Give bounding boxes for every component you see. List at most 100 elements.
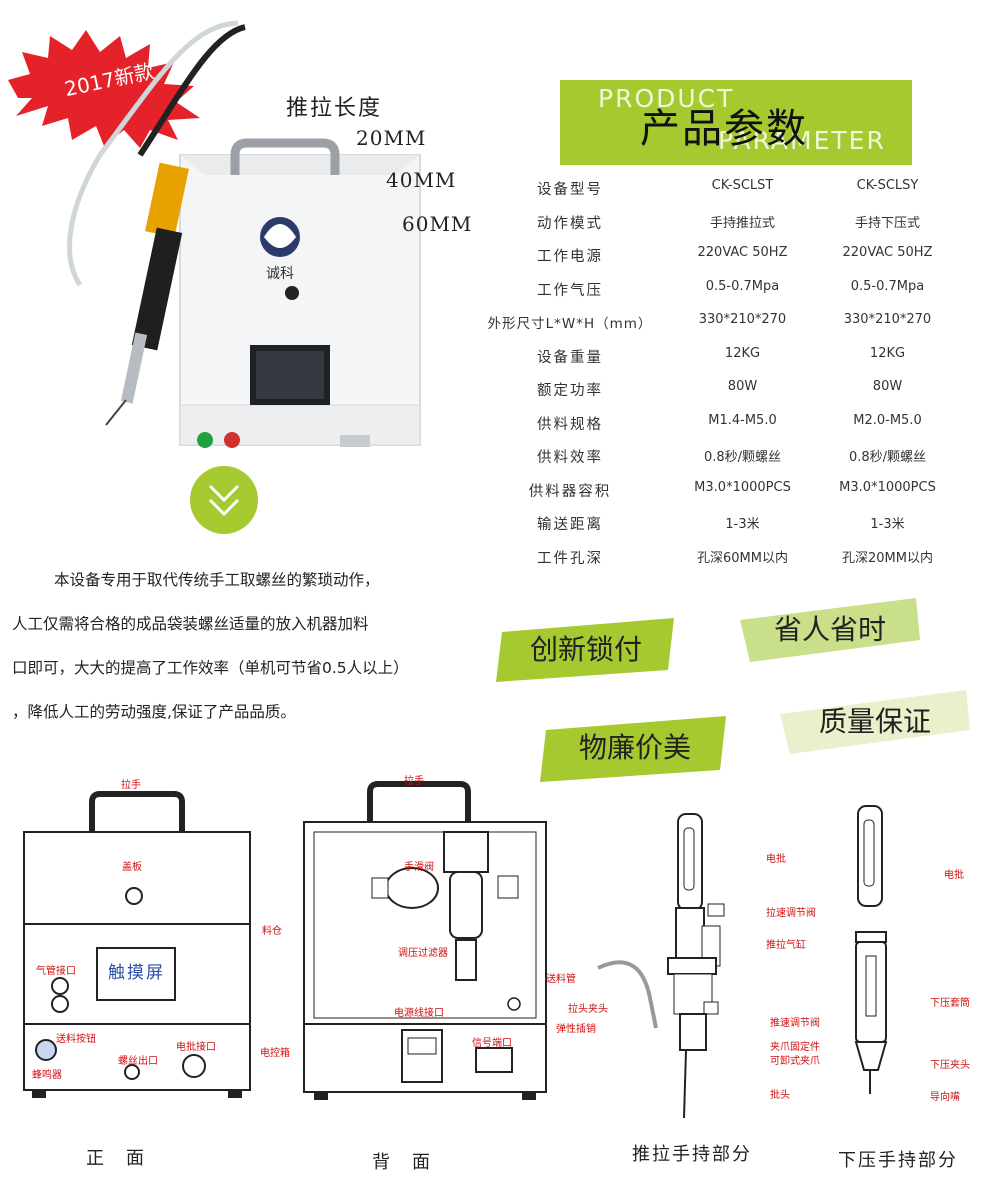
param-label: 工作气压 <box>537 282 603 299</box>
param-value-1: 220VAC 50HZ <box>697 245 788 260</box>
param-value-1: 0.8秒/颗螺丝 <box>703 450 782 465</box>
description-line-3: 口即可，大大的提高了工作效率（单机可节省0.5人以上） <box>12 659 409 677</box>
push-label-elastic-pin: 弹性插销 <box>556 1024 596 1035</box>
front-label-control-box: 电控箱 <box>260 1048 290 1059</box>
param-value-1: 80W <box>727 379 758 394</box>
brand-label: 诚科 <box>266 266 294 282</box>
model-2-name: CK-SCLSY <box>856 178 919 193</box>
front-view-diagram <box>23 791 251 1098</box>
param-value-2: 手持下压式 <box>854 215 920 231</box>
param-value-2: 220VAC 50HZ <box>842 245 933 260</box>
push-pull-caption: 推拉手持部分 <box>632 1144 752 1165</box>
parameter-banner <box>560 80 912 165</box>
press-label-driver: 电批 <box>944 870 964 881</box>
push-label-detachable-jaw: 可卸式夹爪 <box>770 1056 820 1067</box>
banner-english-line1: PRODUCT <box>598 84 735 113</box>
param-value-2: 12KG <box>869 345 906 361</box>
front-label-air-port: 气管接口 <box>36 966 76 977</box>
press-label-clamp: 下压夹头 <box>930 1060 970 1071</box>
param-value-1: M3.0*1000PCS <box>694 479 791 495</box>
description-line-4: ，降低人工的劳动强度,保证了产品品质。 <box>12 703 296 721</box>
back-label-slide-valve: 手滑阀 <box>404 862 434 873</box>
press-label-sleeve: 下压套筒 <box>930 998 970 1009</box>
press-down-caption: 下压手持部分 <box>838 1150 958 1171</box>
param-value-2: 0.8秒/颗螺丝 <box>848 450 927 465</box>
front-label-buzzer: 蜂鸣器 <box>32 1070 62 1081</box>
scroll-down-indicator <box>190 466 258 534</box>
banner-english-line2: PARAMETER <box>718 126 886 155</box>
param-label: 输送距离 <box>537 517 603 533</box>
model-1-name: CK-SCLST <box>711 178 774 193</box>
param-value-1: M1.4-M5.0 <box>708 412 777 428</box>
push-label-push-pull-cylinder: 推拉气缸 <box>766 940 806 951</box>
param-value-2: M3.0*1000PCS <box>839 479 936 495</box>
param-label: 额定功率 <box>537 383 603 399</box>
stroke-value-40: 40MM <box>386 168 457 192</box>
tag-innovation: 创新锁付 <box>496 618 676 682</box>
param-label: 供料效率 <box>537 450 603 466</box>
parameter-table: 设备型号 CK-SCLST CK-SCLSY 动作模式 手持推拉式 手持下压式 … <box>470 178 970 580</box>
param-value-1: 12KG <box>724 345 761 361</box>
front-label-hopper: 料仓 <box>262 926 282 937</box>
back-label-handle: 拉手 <box>404 776 424 787</box>
table-row: 供料器容积 M3.0*1000PCS M3.0*1000PCS <box>470 480 970 514</box>
back-label-power-port: 电源线接口 <box>394 1008 444 1019</box>
param-value-1: 1-3米 <box>725 517 760 532</box>
tag-save-labor: 省人省时 <box>740 598 920 662</box>
param-value-2: M2.0-M5.0 <box>853 412 922 428</box>
table-row: 工件孔深 孔深60MM以内 孔深20MM以内 <box>470 547 970 581</box>
push-label-jaw-fixture: 夹爪固定件 <box>770 1042 820 1053</box>
push-label-pull-speed-valve: 拉速调节阀 <box>766 908 816 919</box>
param-label: 供料规格 <box>537 416 603 433</box>
push-label-bit: 批头 <box>770 1090 790 1101</box>
push-label-pull-clamp: 拉头夹头 <box>568 1004 608 1015</box>
press-down-handheld-diagram <box>854 805 888 1094</box>
param-value-2: 孔深20MM以内 <box>842 550 933 566</box>
param-label: 供料器容积 <box>528 483 612 500</box>
product-photo: 诚科 <box>67 20 421 448</box>
param-label: 设备重量 <box>537 349 603 366</box>
table-row: 设备型号 CK-SCLST CK-SCLSY <box>470 178 970 212</box>
param-value-2: 80W <box>872 379 903 394</box>
table-row: 外形尺寸L*W*H（mm） 330*210*270 330*210*270 <box>470 312 970 346</box>
description-line-2: 人工仅需将合格的成品袋装螺丝适量的放入机器加料 <box>12 615 369 633</box>
table-row: 工作气压 0.5-0.7Mpa 0.5-0.7Mpa <box>470 279 970 313</box>
param-label: 工作电源 <box>537 249 603 265</box>
param-value-2: 330*210*270 <box>843 312 932 327</box>
param-value-2: 0.5-0.7Mpa <box>850 278 925 294</box>
push-pull-handheld-diagram <box>597 813 725 1119</box>
param-value-2: 1-3米 <box>870 517 905 532</box>
new-model-starburst <box>8 30 200 148</box>
front-label-cover: 盖板 <box>122 862 142 873</box>
param-label: 工件孔深 <box>537 550 603 567</box>
table-row: 动作模式 手持推拉式 手持下压式 <box>470 212 970 246</box>
stroke-value-20: 20MM <box>356 126 427 150</box>
front-label-screw-outlet: 螺丝出口 <box>118 1056 158 1067</box>
front-view-caption: 正 面 <box>86 1148 146 1169</box>
tag-quality: 质量保证 <box>780 690 970 754</box>
double-chevron-down-icon <box>208 484 240 517</box>
push-label-feed-tube: 送料管 <box>546 974 576 985</box>
table-row: 供料规格 M1.4-M5.0 M2.0-M5.0 <box>470 413 970 447</box>
back-view-diagram <box>303 781 547 1100</box>
table-row: 额定功率 80W 80W <box>470 379 970 413</box>
table-row: 输送距离 1-3米 1-3米 <box>470 513 970 547</box>
table-row: 供料效率 0.8秒/颗螺丝 0.8秒/颗螺丝 <box>470 446 970 480</box>
front-label-feed-button: 送料按钮 <box>56 1034 96 1045</box>
back-label-signal-port: 信号端口 <box>472 1038 512 1049</box>
front-label-driver-port: 电批接口 <box>176 1042 216 1053</box>
back-view-caption: 背 面 <box>372 1152 432 1173</box>
stroke-length-title: 推拉长度 <box>286 96 383 121</box>
param-value-1: 330*210*270 <box>698 312 787 327</box>
back-label-filter-regulator: 调压过滤器 <box>398 948 448 959</box>
description-line-1: 本设备专用于取代传统手工取螺丝的繁琐动作， <box>54 571 380 589</box>
push-label-driver: 电批 <box>766 854 786 865</box>
table-row: 设备重量 12KG 12KG <box>470 346 970 380</box>
param-value-1: 孔深60MM以内 <box>697 550 788 566</box>
param-label: 外形尺寸L*W*H（mm） <box>487 316 653 332</box>
param-label: 动作模式 <box>537 215 603 232</box>
front-label-handle: 拉手 <box>121 780 141 791</box>
table-row: 工作电源 220VAC 50HZ 220VAC 50HZ <box>470 245 970 279</box>
tag-good-value: 物廉价美 <box>540 716 730 782</box>
stroke-value-60: 60MM <box>402 212 473 236</box>
